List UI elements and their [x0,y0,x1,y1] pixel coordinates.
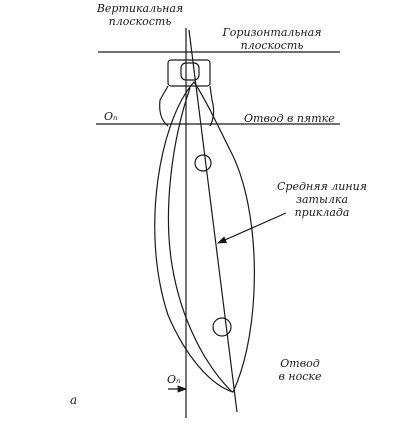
stock-center-line [188,29,238,413]
heel-offset-label: Отвод в пятке [244,112,335,125]
toe-offset-label: Отвод в носке [278,357,322,383]
buttplate-inner-line [167,87,233,393]
o-heel-label: Oₙ [104,110,118,123]
horizontal-plane-label: Горизонтальная плоскость [222,26,322,52]
midline-leader-arrow [216,212,287,244]
o-toe-label: Oₙ [167,373,181,386]
screw-hole-lower [212,317,232,337]
vertical-plane-label: Вертикальная плоскость [96,2,184,28]
screw-hole-upper [194,154,212,172]
buttplate-outline [154,81,255,393]
figure-letter: a [70,393,78,407]
midline-label: Средняя линия затылка приклада [277,180,367,219]
heel-block [159,59,215,127]
